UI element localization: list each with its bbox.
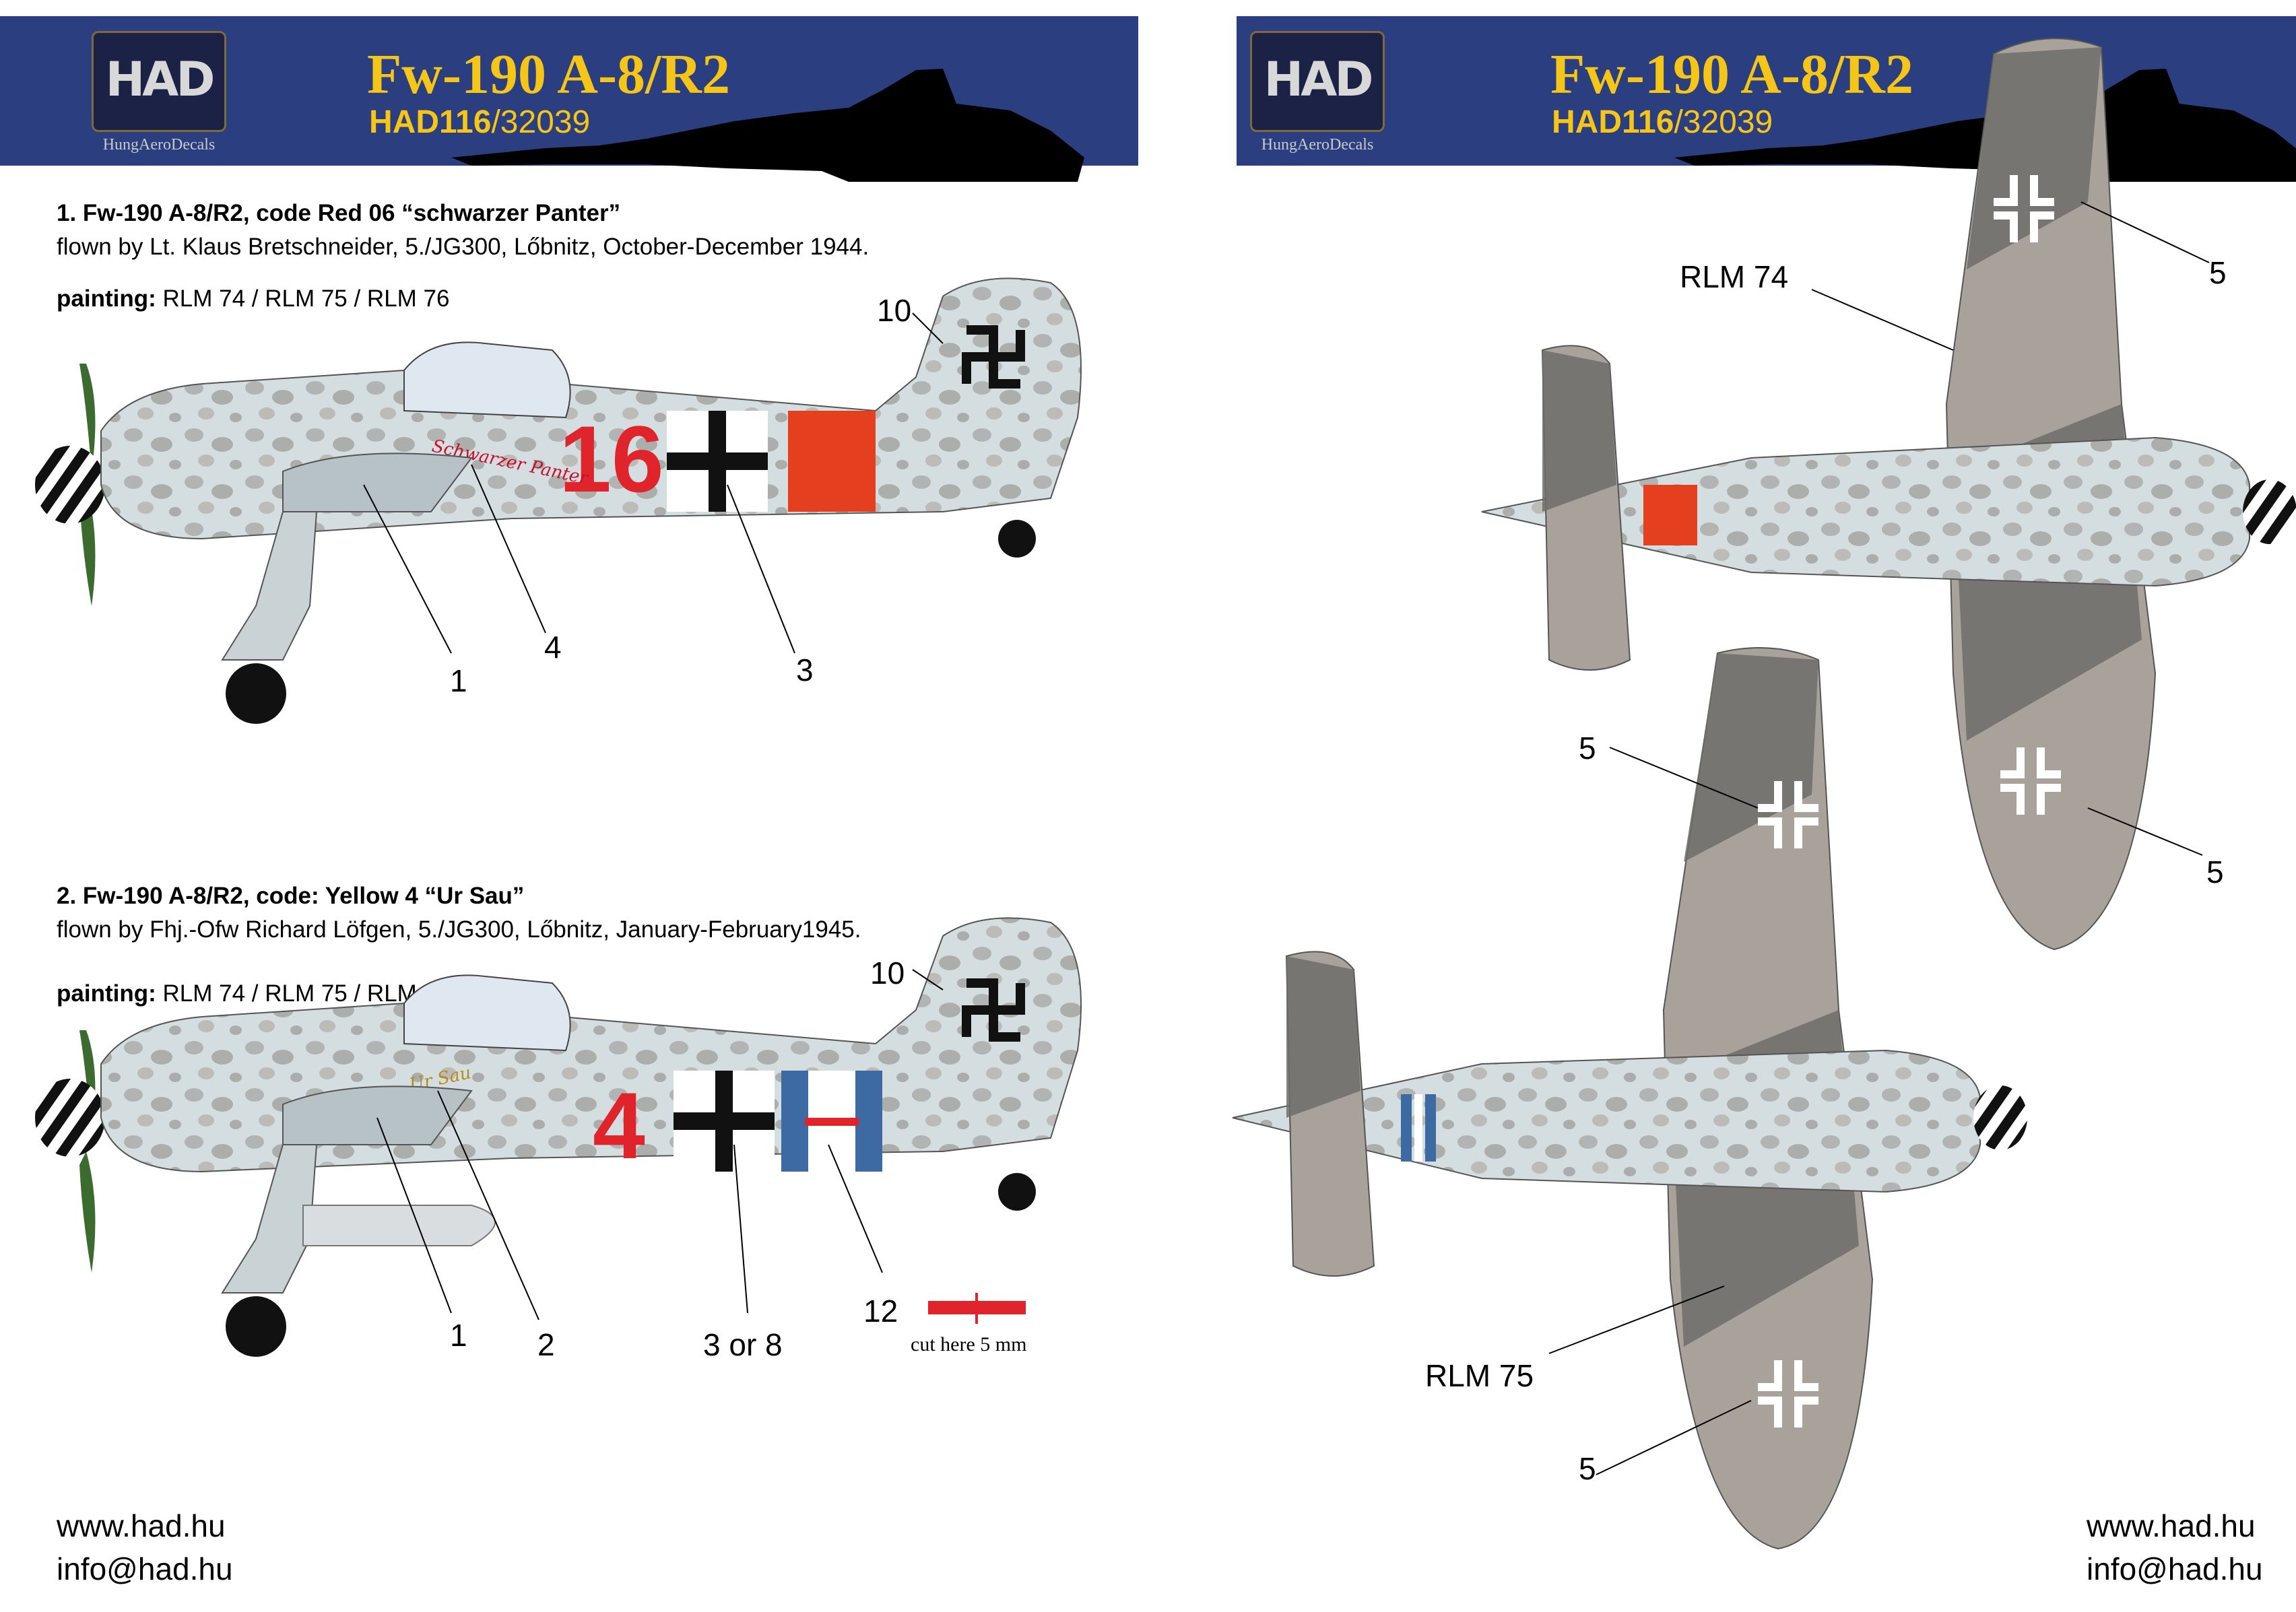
had-logo: HAD bbox=[92, 31, 226, 132]
website-link[interactable]: www.had.hu bbox=[2087, 1508, 2256, 1543]
had-logo: HAD bbox=[1250, 31, 1385, 132]
website-link[interactable]: www.had.hu bbox=[57, 1508, 226, 1543]
profile1-code: 16 bbox=[559, 406, 664, 512]
footer-left: www.had.hu info@had.hu bbox=[57, 1504, 233, 1590]
header-banner-left: HAD HungAeroDecals Fw-190 A-8/R2 HAD116/… bbox=[0, 16, 1138, 182]
balkenkreuz-icon bbox=[667, 411, 768, 512]
label-rlm74: RLM 74 bbox=[1680, 259, 1789, 294]
sheet-title: Fw-190 A-8/R2 bbox=[367, 43, 730, 106]
callout-2: 2 bbox=[537, 1327, 555, 1362]
header-banner-right: HAD HungAeroDecals Fw-190 A-8/R2 HAD116/… bbox=[1237, 16, 2296, 182]
footer-right: www.had.hu info@had.hu bbox=[2087, 1504, 2263, 1590]
fin-swastika-icon bbox=[962, 978, 1025, 1042]
email-link[interactable]: info@had.hu bbox=[57, 1551, 233, 1586]
product-code: HAD116/32039 bbox=[369, 104, 591, 140]
product-code: HAD116/32039 bbox=[1552, 104, 1773, 140]
callout-3-or-8: 3 or 8 bbox=[703, 1327, 783, 1362]
callout-10: 10 bbox=[877, 293, 912, 328]
callout-4: 4 bbox=[544, 630, 562, 665]
callout-5: 5 bbox=[2209, 255, 2227, 290]
callout-1: 1 bbox=[450, 1318, 467, 1353]
profile2-caption: 2. Fw-190 A-8/R2, code: Yellow 4 “Ur Sau… bbox=[57, 883, 861, 943]
callout-3: 3 bbox=[796, 652, 814, 687]
topview1-aircraft bbox=[1481, 38, 2296, 951]
profile1-caption: 1. Fw-190 A-8/R2, code Red 06 “schwarzer… bbox=[57, 200, 870, 260]
label-rlm75: RLM 75 bbox=[1425, 1358, 1534, 1393]
profile1-painting: painting: RLM 74 / RLM 75 / RLM 76 bbox=[57, 286, 450, 312]
fin-swastika-icon bbox=[962, 325, 1025, 389]
callout-10: 10 bbox=[870, 955, 905, 990]
callout-5: 5 bbox=[1579, 731, 1596, 766]
profile1-aircraft: 16 Schwarzer Panter bbox=[35, 277, 1082, 724]
callout-5: 5 bbox=[2206, 854, 2224, 889]
balkenkreuz-outline-icon bbox=[1758, 781, 1818, 1428]
callout-1: 1 bbox=[450, 663, 467, 698]
email-link[interactable]: info@had.hu bbox=[2087, 1551, 2263, 1586]
balkenkreuz-outline-icon bbox=[1994, 175, 2061, 815]
callout-5: 5 bbox=[1579, 1451, 1596, 1486]
jet-silhouette-icon bbox=[451, 69, 1084, 182]
profile2-code: 4 bbox=[593, 1073, 645, 1178]
balkenkreuz-icon bbox=[674, 1071, 775, 1172]
profile2-painting: painting: RLM 74 / RLM 75 / RLM 76 bbox=[57, 980, 450, 1007]
sheet-title: Fw-190 A-8/R2 bbox=[1550, 43, 1913, 106]
logo-caption: HungAeroDecals bbox=[1261, 136, 1374, 154]
logo-caption: HungAeroDecals bbox=[102, 136, 216, 154]
profile2-aircraft: 4 Ur Sau bbox=[35, 917, 1082, 1357]
topview2-aircraft bbox=[1232, 647, 2027, 1550]
callout-12: 12 bbox=[863, 1294, 898, 1329]
cut-note: cut here 5 mm bbox=[911, 1333, 1027, 1355]
